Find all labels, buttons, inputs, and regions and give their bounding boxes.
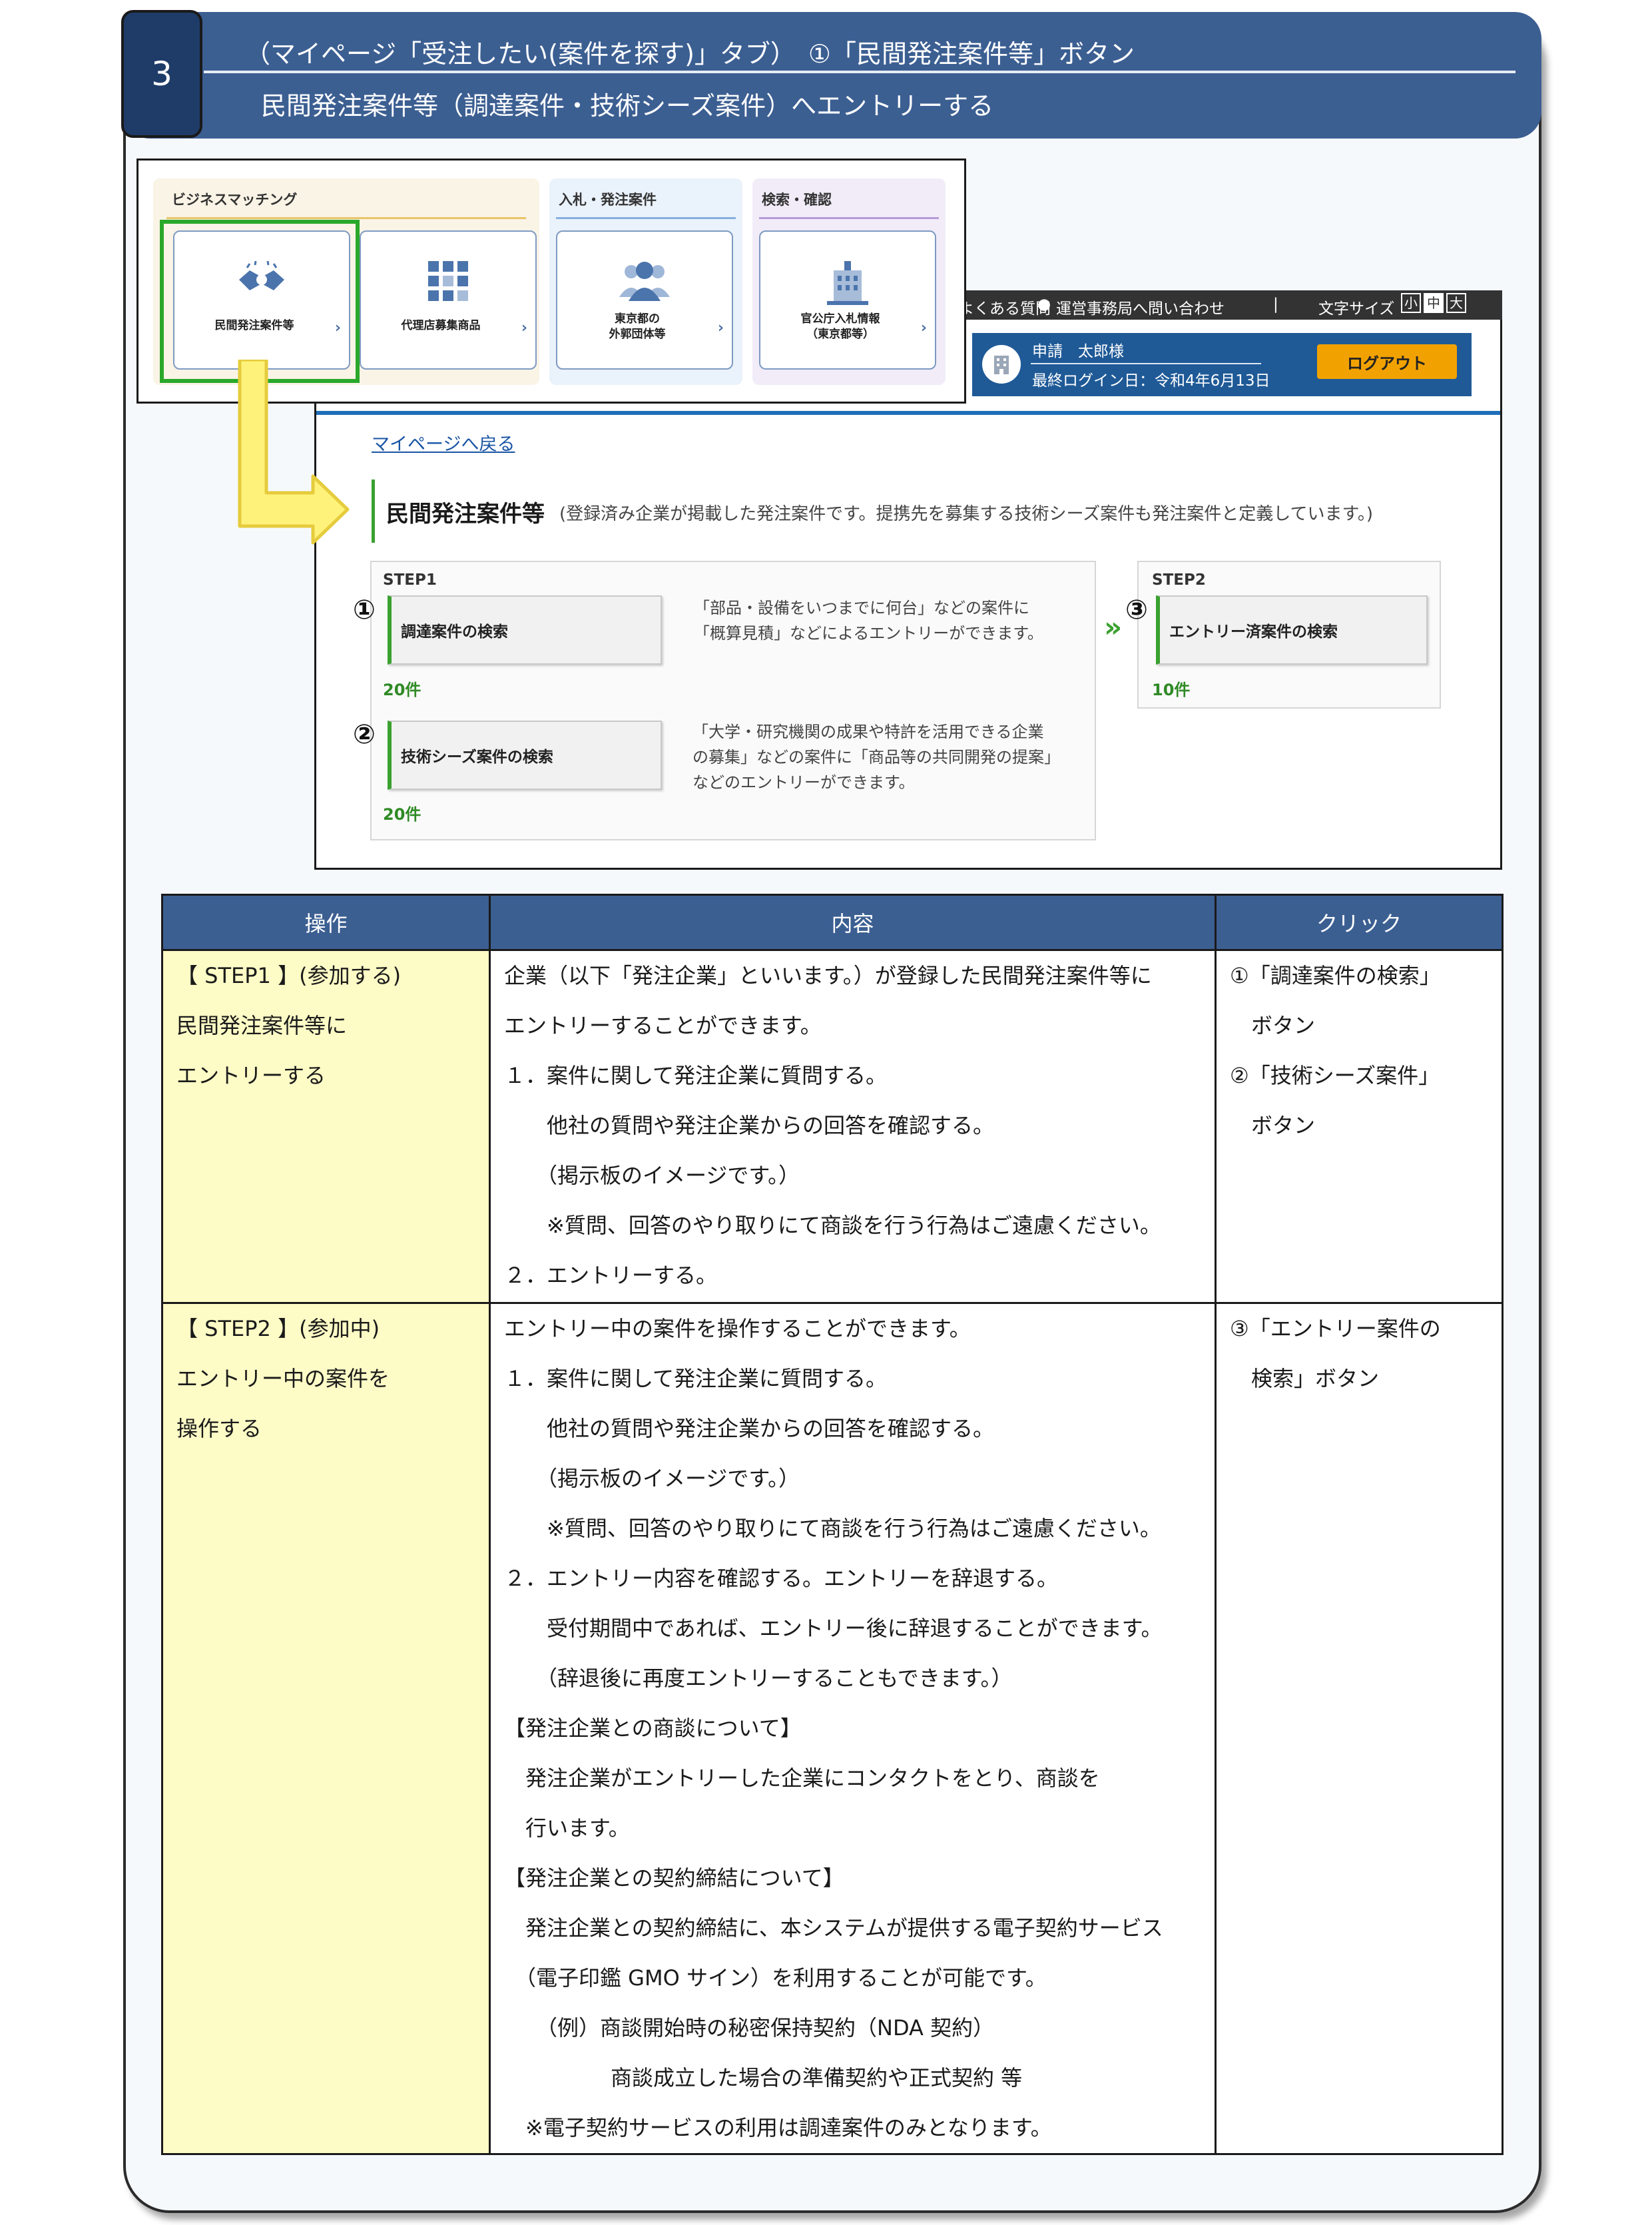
chevron-right-icon: › xyxy=(334,320,341,336)
tile-private-orders[interactable]: 民間発注案件等 › xyxy=(173,230,350,370)
marker-1: ① xyxy=(353,595,376,625)
entered-count: 10件 xyxy=(1152,681,1191,699)
marker-3: ③ xyxy=(1125,595,1148,625)
topbar-separator: | xyxy=(1273,296,1278,313)
people-icon xyxy=(618,260,671,306)
tab-group-business-matching: ビジネスマッチング 民間発注案件等 › 代理店募集商品 › xyxy=(153,178,539,385)
faq-link[interactable]: よくある質問 xyxy=(959,300,1051,318)
chevron-right-icon: › xyxy=(920,320,927,336)
marker-2: ② xyxy=(353,719,376,750)
contact-link[interactable]: 運営事務局へ問い合わせ xyxy=(1056,300,1225,318)
tab-group-rule xyxy=(166,217,526,219)
header-divider xyxy=(204,71,1515,73)
tile-tokyo-affiliates[interactable]: 東京都の 外郭団体等 › xyxy=(556,230,733,370)
tech-seeds-search-button[interactable]: 技術シーズ案件の検索 xyxy=(388,721,662,790)
chevron-right-icon: › xyxy=(521,320,527,336)
click-cell: ③「エントリー案件の 検索」ボタン xyxy=(1215,1302,1504,2155)
tab-group-title: ビジネスマッチング xyxy=(172,192,298,208)
entered-search-button[interactable]: エントリー済案件の検索 xyxy=(1156,595,1428,665)
tab-group-title: 入札・発注案件 xyxy=(559,192,657,208)
tab-group-bidding: 入札・発注案件 東京都の 外郭団体等 › xyxy=(549,178,742,385)
content-cell: 企業（以下「発注企業」といいます。）が登録した民間発注案件等に エントリーするこ… xyxy=(489,949,1217,1304)
header-title-line2: 民間発注案件等（調達案件・技術シーズ案件）へエントリーする xyxy=(261,91,994,121)
tech-seeds-desc: 「大学・研究機関の成果や特許を活用できる企業 の募集」などの案件に「商品等の共同… xyxy=(692,723,1060,792)
logout-button[interactable]: ログアウト xyxy=(1317,344,1457,379)
step1-label: STEP1 xyxy=(383,571,437,589)
handshake-icon xyxy=(235,260,288,303)
procurement-count: 20件 xyxy=(383,681,421,699)
header-content: 内容 xyxy=(489,894,1217,951)
table-row-step1: 【 STEP1 】(参加する) 民間発注案件等に エントリーする 企業（以下「発… xyxy=(161,949,1504,1304)
last-login: 最終ログイン日：令和4年6月13日 xyxy=(1032,372,1270,390)
page-subtitle: (登録済み企業が掲載した発注案件です。提携先を募集する技術シーズ案件も発注案件と… xyxy=(559,504,1374,524)
tech-seeds-count: 20件 xyxy=(383,805,421,824)
header-click: クリック xyxy=(1215,894,1504,951)
content-cell: エントリー中の案件を操作することができます。 １．案件に関して発注企業に質問する… xyxy=(489,1302,1217,2155)
font-size-medium[interactable]: 中 xyxy=(1424,293,1444,313)
highlight-frame xyxy=(160,220,360,383)
header-bar xyxy=(123,12,1541,139)
operation-cell: 【 STEP2 】(参加中) エントリー中の案件を 操作する xyxy=(161,1302,491,2155)
building-icon xyxy=(982,345,1021,384)
page-title: 民間発注案件等 xyxy=(386,501,545,527)
grid-icon xyxy=(427,260,469,306)
step-number-badge: 3 xyxy=(121,10,202,138)
tile-agency-products[interactable]: 代理店募集商品 › xyxy=(360,230,537,370)
click-cell: ①「調達案件の検索」 ボタン ②「技術シーズ案件」 ボタン xyxy=(1215,949,1504,1304)
procurement-search-button[interactable]: 調達案件の検索 xyxy=(388,595,662,665)
operation-table: 操作 内容 クリック 【 STEP1 】(参加する) 民間発注案件等に エントリ… xyxy=(161,894,1504,2155)
tab-group-rule xyxy=(759,217,939,219)
font-size-label: 文字サイズ xyxy=(1318,300,1395,318)
font-size-small[interactable]: 小 xyxy=(1401,293,1421,313)
tile-label: 代理店募集商品 xyxy=(401,319,481,332)
font-size-switcher: 小中大 xyxy=(1398,293,1466,313)
government-building-icon xyxy=(824,260,871,310)
step2-label: STEP2 xyxy=(1152,571,1206,589)
tile-label: 官公庁入札情報 （東京都等） xyxy=(800,312,880,341)
procurement-desc: 「部品・設備をいつまでに何台」などの案件に 「概算見積」などによるエントリーがで… xyxy=(694,599,1043,643)
title-accent-bar xyxy=(372,479,375,543)
tile-label: 東京都の 外郭団体等 xyxy=(609,312,666,341)
font-size-large[interactable]: 大 xyxy=(1446,293,1466,313)
back-to-mypage-link[interactable]: マイページへ戻る xyxy=(372,434,515,455)
tab-group-title: 検索・確認 xyxy=(762,192,832,208)
header-title-line1: （マイページ「受注したい(案件を探す)」タブ） ①「民間発注案件等」ボタン xyxy=(245,39,1135,69)
bent-arrow-icon xyxy=(238,360,350,545)
tab-group-search: 検索・確認 官公庁入札情報 （東京都等） › xyxy=(752,178,946,385)
portal-topbar: よくある質問 ● 運営事務局へ問い合わせ | 文字サイズ 小中大 xyxy=(959,290,1502,320)
tile-government-bids[interactable]: 官公庁入札情報 （東京都等） › xyxy=(759,230,936,370)
chat-icon: ● xyxy=(1037,296,1051,313)
portal-header-rule xyxy=(316,411,1500,415)
next-step-arrow-icon: » xyxy=(1104,611,1123,643)
header-operation: 操作 xyxy=(161,894,491,951)
table-header-row: 操作 内容 クリック xyxy=(161,894,1504,951)
operation-cell: 【 STEP1 】(参加する) 民間発注案件等に エントリーする xyxy=(161,949,491,1304)
tab-group-rule xyxy=(556,217,736,219)
table-row-step2: 【 STEP2 】(参加中) エントリー中の案件を 操作する エントリー中の案件… xyxy=(161,1302,1504,2155)
user-divider xyxy=(1031,363,1261,364)
tile-label: 民間発注案件等 xyxy=(214,319,294,332)
user-name: 申請 太郎様 xyxy=(1032,343,1124,360)
chevron-right-icon: › xyxy=(717,320,724,336)
